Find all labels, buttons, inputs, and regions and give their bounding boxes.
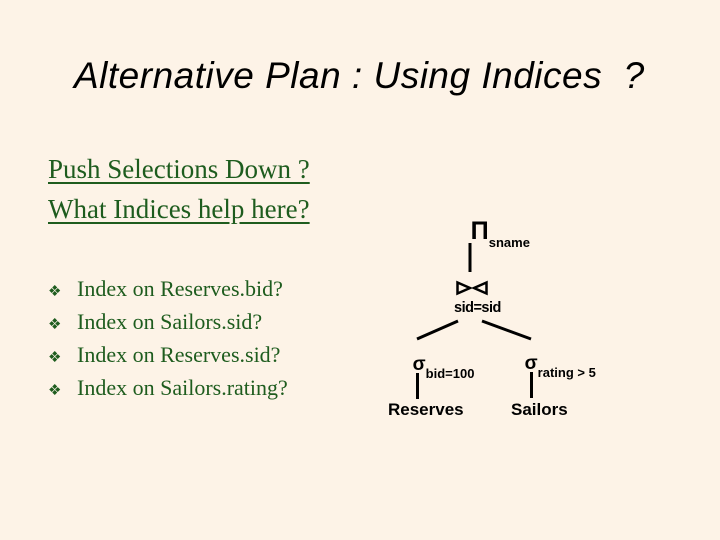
- bullet-text: Index on Sailors.rating?: [77, 375, 288, 400]
- list-item: ❖ Index on Reserves.bid?: [48, 272, 288, 305]
- bullet-text: Index on Reserves.sid?: [77, 342, 281, 367]
- pi-operator-icon: Π: [470, 217, 489, 245]
- heading-what-indices: What Indices help here?: [48, 194, 310, 224]
- sigma-operator-icon: σ: [524, 353, 538, 374]
- selection-subscript-rating: rating > 5: [537, 365, 596, 380]
- tree-edges: [416, 243, 533, 399]
- diamond-bullet-icon: ❖: [48, 316, 62, 333]
- selection-node-rating: σrating > 5: [498, 336, 596, 392]
- edge-join-to-left-select: [416, 319, 459, 341]
- query-plan-tree: Πsname sid=sid σbid=100 σrating > 5 Rese…: [370, 195, 600, 435]
- bullet-list: ❖ Index on Reserves.bid? ❖ Index on Sail…: [48, 272, 288, 404]
- relation-reserves: Reserves: [388, 400, 464, 419]
- list-item: ❖ Index on Sailors.sid?: [48, 305, 288, 338]
- diamond-bullet-icon: ❖: [48, 382, 62, 399]
- edge-join-to-right-select: [481, 319, 532, 341]
- list-item: ❖ Index on Reserves.sid?: [48, 338, 288, 371]
- bowtie-join-icon: [456, 280, 488, 296]
- list-item: ❖ Index on Sailors.rating?: [48, 371, 288, 404]
- bullet-text: Index on Sailors.sid?: [77, 309, 263, 334]
- heading-push-selections: Push Selections Down ?: [48, 154, 310, 184]
- slide-title: Alternative Plan : Using Indices ?: [74, 55, 645, 96]
- relation-sailors: Sailors: [511, 400, 568, 419]
- diamond-bullet-icon: ❖: [48, 283, 62, 300]
- selection-node-bid: σbid=100: [386, 337, 475, 393]
- bullet-text: Index on Reserves.bid?: [77, 276, 283, 301]
- diamond-bullet-icon: ❖: [48, 349, 62, 366]
- sigma-operator-icon: σ: [412, 354, 426, 375]
- selection-subscript-bid: bid=100: [425, 366, 475, 381]
- join-condition-label: sid=sid: [454, 300, 501, 316]
- projection-subscript: sname: [488, 235, 530, 250]
- projection-node: Πsname: [444, 201, 530, 262]
